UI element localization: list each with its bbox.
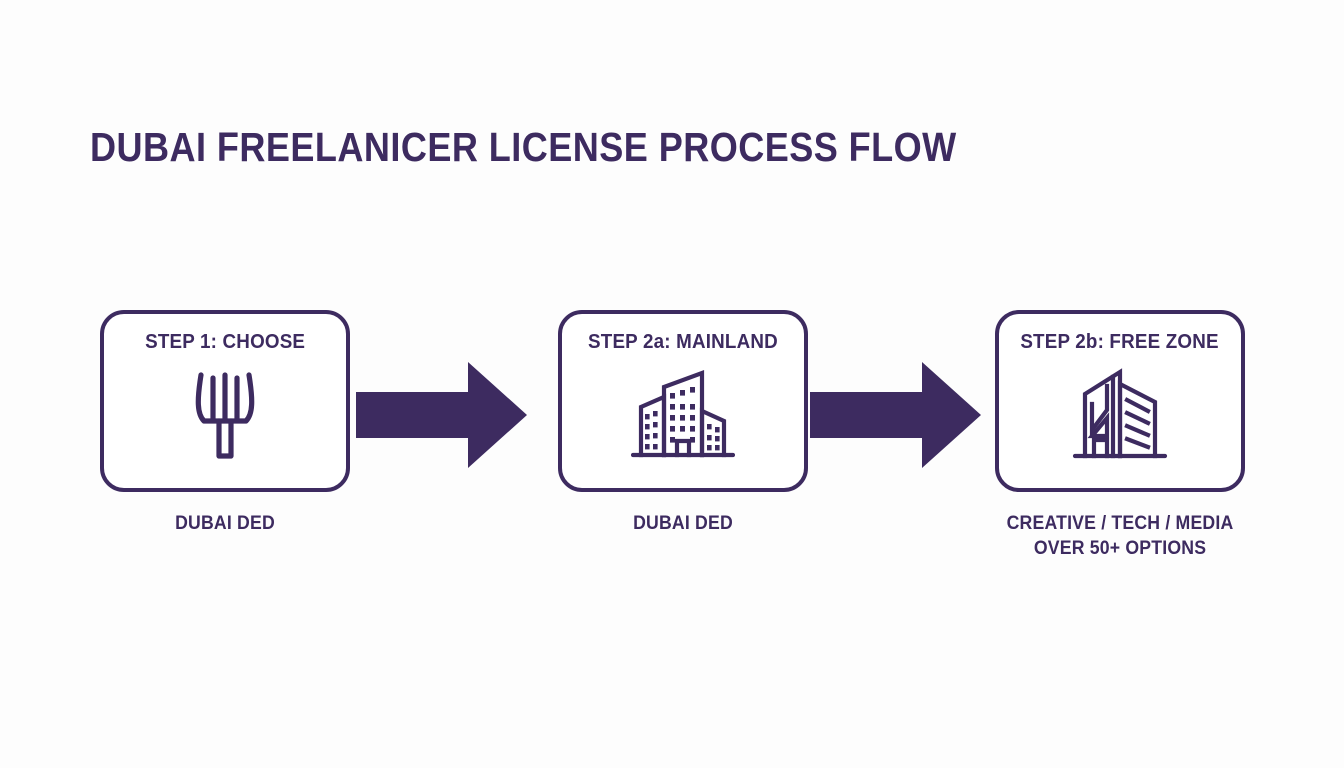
caption-line: DUBAI DED bbox=[175, 513, 275, 534]
flow-step-2a: STEP 2a: MAINLAND bbox=[558, 310, 808, 536]
step-card-2b: STEP 2b: FREE ZONE bbox=[995, 310, 1245, 492]
flow-step-2b: STEP 2b: FREE ZONE bbox=[995, 310, 1245, 562]
step-card-1-caption: DUBAI DED bbox=[109, 511, 342, 536]
arrow-right-icon-2 bbox=[810, 360, 982, 470]
office-tower-icon bbox=[1066, 362, 1174, 468]
caption-line: DUBAI DED bbox=[633, 513, 733, 534]
step-card-1: STEP 1: CHOOSE bbox=[100, 310, 350, 492]
arrow-right-icon-1 bbox=[356, 360, 528, 470]
step-card-2a: STEP 2a: MAINLAND bbox=[558, 310, 808, 492]
page-title: DUBAI FREELANICER LICENSE PROCESS FLOW bbox=[90, 124, 957, 171]
city-buildings-icon bbox=[629, 362, 737, 468]
step-card-2a-title: STEP 2a: MAINLAND bbox=[588, 331, 778, 353]
trident-icon bbox=[171, 362, 279, 468]
caption-line: CREATIVE / TECH / MEDIA bbox=[1006, 513, 1234, 534]
flow-step-1: STEP 1: CHOOSE DUBAI DED bbox=[100, 310, 350, 536]
step-card-2a-caption: DUBAI DED bbox=[567, 511, 800, 536]
step-card-1-title: STEP 1: CHOOSE bbox=[144, 331, 306, 353]
step-card-2b-caption: CREATIVE / TECH / MEDIA OVER 50+ OPTIONS bbox=[1004, 511, 1237, 562]
step-card-2b-title: STEP 2b: FREE ZONE bbox=[1020, 331, 1220, 353]
caption-line: OVER 50+ OPTIONS bbox=[1033, 538, 1207, 560]
process-flow-diagram: STEP 1: CHOOSE DUBAI DED bbox=[0, 310, 1344, 570]
